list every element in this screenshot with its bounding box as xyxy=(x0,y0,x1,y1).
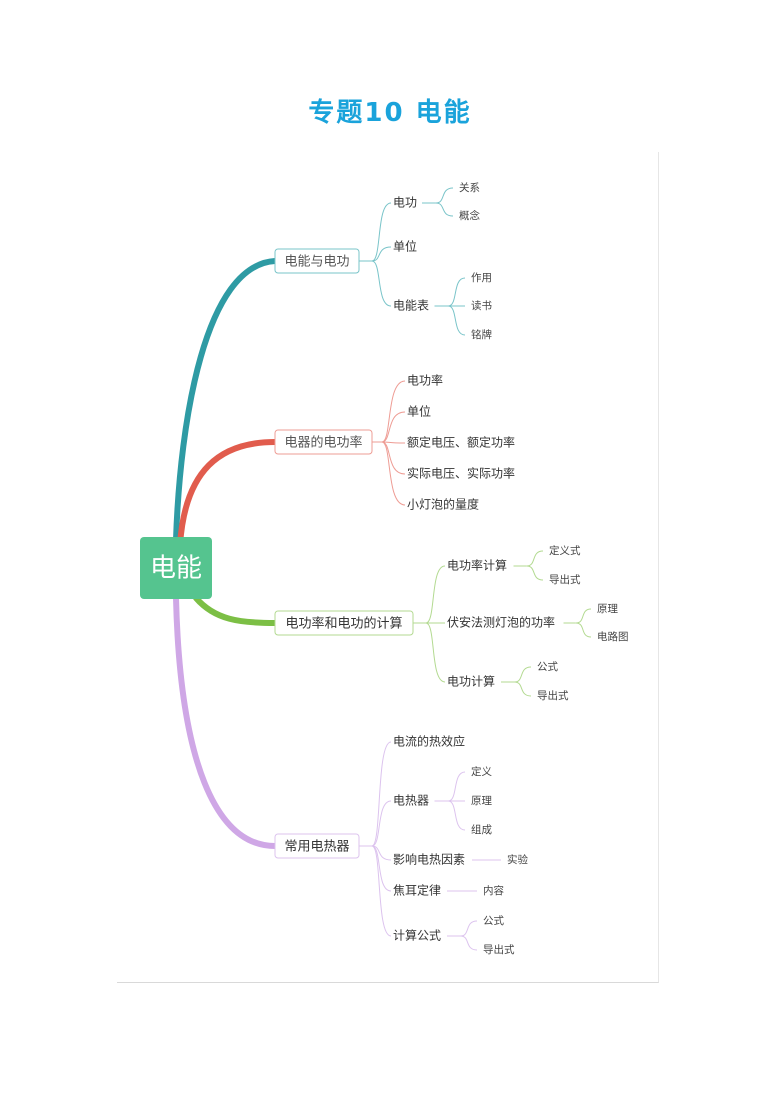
page-title: 专题10 电能 xyxy=(308,98,472,128)
grandchild-label-1-1-1: 关系 xyxy=(459,181,480,194)
child-connector-1-2 xyxy=(371,246,392,262)
grandchild-label-1-3-3: 铭牌 xyxy=(471,328,492,341)
grandchild-connector-4-5-1 xyxy=(460,920,478,937)
branch-label-4: 常用电热器 xyxy=(284,840,349,855)
grandchild-label-3-3-2: 导出式 xyxy=(537,689,569,702)
child-label-1-3: 电能表 xyxy=(393,299,429,313)
child-label-3-3: 电功计算 xyxy=(447,674,495,689)
child-label-3-2: 伏安法测灯泡的功率 xyxy=(447,615,555,630)
grandchild-label-3-1-2: 导出式 xyxy=(549,573,581,586)
grandchild-label-4-4-1: 内容 xyxy=(483,884,504,897)
child-connector-4-1 xyxy=(371,741,392,847)
child-connector-4-2 xyxy=(371,800,392,847)
child-connector-1-3 xyxy=(371,260,392,307)
grandchild-label-1-3-1: 作用 xyxy=(471,272,492,284)
child-connector-4-4 xyxy=(371,845,392,892)
branch-label-3: 电功率和电功的计算 xyxy=(285,616,402,632)
grandchild-connector-4-2-1 xyxy=(448,771,466,802)
child-label-4-4: 焦耳定律 xyxy=(393,883,441,898)
child-label-2-3: 额定电压、额定功率 xyxy=(407,435,515,450)
mind-map-frame xyxy=(117,152,659,983)
child-connector-1-1 xyxy=(371,202,392,262)
grandchild-label-4-5-1: 公式 xyxy=(483,914,504,927)
grandchild-connector-4-5-2 xyxy=(460,935,478,951)
child-connector-4-5 xyxy=(371,845,392,937)
grandchild-label-4-2-2: 原理 xyxy=(471,795,492,807)
grandchild-label-1-1-2: 概念 xyxy=(459,209,480,222)
grandchild-connector-3-2-1 xyxy=(575,608,592,624)
child-connector-3-1 xyxy=(425,565,446,624)
grandchild-connector-3-3-1 xyxy=(514,666,532,683)
child-connector-2-3 xyxy=(381,441,406,444)
child-label-1-2: 单位 xyxy=(393,239,417,254)
grandchild-label-4-2-3: 组成 xyxy=(471,823,492,836)
child-label-3-1: 电功率计算 xyxy=(447,558,507,573)
grandchild-connector-1-3-1 xyxy=(448,277,466,307)
branch-connector-1 xyxy=(173,258,278,543)
grandchild-label-4-5-2: 导出式 xyxy=(483,943,515,956)
branch-connector-2 xyxy=(177,439,278,548)
grandchild-connector-1-3-3 xyxy=(448,305,466,336)
child-connector-2-2 xyxy=(381,411,406,443)
grandchild-label-4-3-1: 实验 xyxy=(507,853,528,866)
branch-label-1: 电能与电功 xyxy=(284,255,349,270)
child-label-4-5: 计算公式 xyxy=(393,928,441,943)
child-label-2-4: 实际电压、实际功率 xyxy=(407,466,515,481)
branch-connector-3 xyxy=(193,595,278,626)
child-connector-3-3 xyxy=(425,622,446,683)
child-label-4-1: 电流的热效应 xyxy=(393,734,465,749)
child-label-1-1: 电功 xyxy=(393,196,417,210)
grandchild-connector-3-1-1 xyxy=(526,550,544,567)
child-connector-2-1 xyxy=(381,380,406,443)
grandchild-label-3-1-1: 定义式 xyxy=(549,544,581,557)
grandchild-label-3-3-1: 公式 xyxy=(537,660,558,673)
grandchild-connector-4-2-3 xyxy=(448,800,466,831)
grandchild-label-4-2-1: 定义 xyxy=(471,765,492,778)
branch-label-2: 电器的电功率 xyxy=(284,435,362,451)
child-label-4-2: 电热器 xyxy=(393,794,429,808)
grandchild-connector-1-1-1 xyxy=(435,187,454,204)
child-label-2-5: 小灯泡的量度 xyxy=(407,497,479,512)
child-label-4-3: 影响电热因素 xyxy=(393,852,465,867)
child-label-2-1: 电功率 xyxy=(407,373,443,388)
root-node xyxy=(140,537,212,599)
grandchild-label-1-3-2: 读书 xyxy=(471,299,492,312)
child-label-2-2: 单位 xyxy=(407,404,431,419)
grandchild-connector-3-3-2 xyxy=(514,681,532,697)
branch-connector-4 xyxy=(173,595,278,849)
grandchild-connector-1-1-2 xyxy=(435,202,454,217)
grandchild-connector-3-2-2 xyxy=(575,622,592,638)
child-connector-2-5 xyxy=(381,441,406,506)
grandchild-connector-3-1-2 xyxy=(526,565,544,581)
grandchild-label-3-2-2: 电路图 xyxy=(597,630,629,643)
grandchild-label-3-2-1: 原理 xyxy=(597,603,618,615)
root-label: 电能 xyxy=(150,554,202,584)
